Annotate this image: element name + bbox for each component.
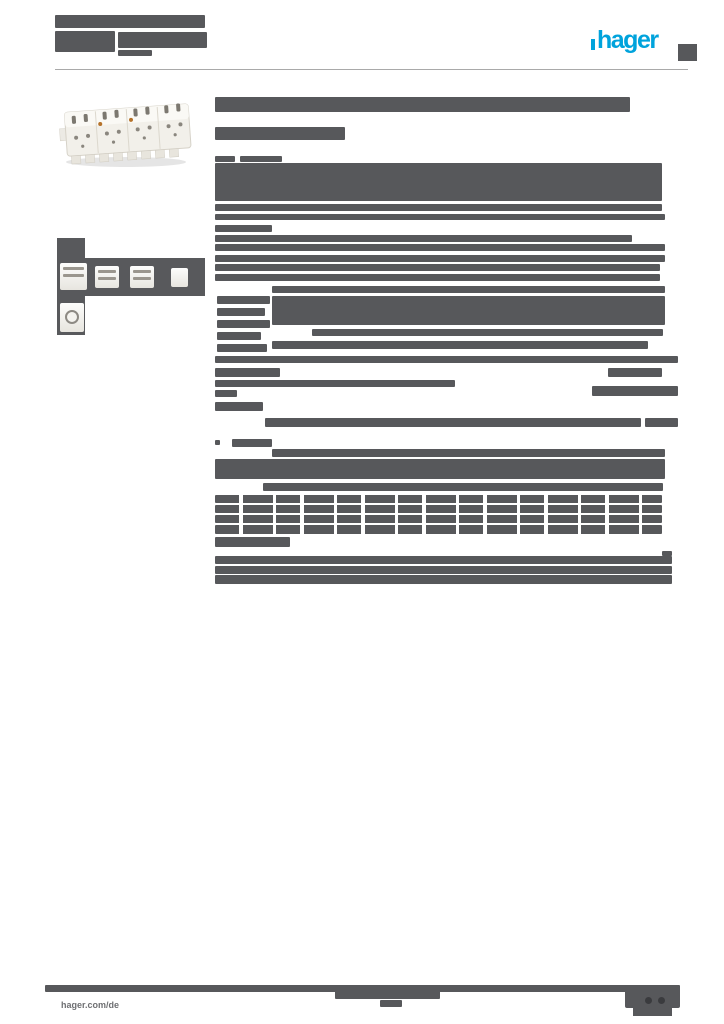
text-block <box>215 459 665 479</box>
doc-title-line-2 <box>55 31 115 52</box>
doc-title-line-2b <box>118 32 207 48</box>
product-subheading <box>215 127 345 140</box>
description-line <box>215 214 665 220</box>
hager-logo-text: hager <box>597 26 659 54</box>
note-line <box>215 566 672 574</box>
text-line <box>272 341 648 349</box>
header-rule <box>55 69 688 70</box>
footer-hager-logo <box>625 985 680 1008</box>
text-line <box>312 329 663 336</box>
description-block <box>215 163 662 201</box>
ref-value <box>240 156 282 162</box>
spec-value <box>608 368 662 377</box>
footer-link-box[interactable]: hager.com/de <box>55 995 168 1015</box>
table-row <box>215 525 662 534</box>
side-label <box>217 332 261 340</box>
section-label <box>215 225 272 232</box>
side-label <box>217 308 265 316</box>
spec-label <box>215 380 455 387</box>
gallery-thumb-1 <box>60 263 87 290</box>
gallery-thumb-5 <box>60 303 84 332</box>
text-line <box>272 286 665 293</box>
list-label <box>232 439 272 447</box>
table-row <box>215 515 662 523</box>
section-label <box>215 537 290 547</box>
gallery-thumb-3 <box>130 266 154 288</box>
table-row <box>215 505 662 513</box>
bullet <box>215 440 220 445</box>
text-line <box>272 449 665 457</box>
footer-logo-dot-icon <box>658 997 665 1004</box>
spec-label <box>215 368 280 377</box>
note-line <box>215 556 672 564</box>
doc-title-line-1 <box>55 15 205 28</box>
spec-value <box>592 386 678 396</box>
text-line <box>215 244 665 251</box>
product-heading <box>215 97 630 112</box>
side-label <box>217 296 270 304</box>
gallery-thumb-4 <box>171 268 188 287</box>
spec-label <box>215 402 263 411</box>
table-row <box>215 495 662 503</box>
footer-logo-dot-icon <box>645 997 652 1004</box>
note-line <box>215 575 672 584</box>
text-line <box>645 418 678 427</box>
hager-logo: hager <box>591 26 659 54</box>
doc-title-line-3 <box>118 50 152 56</box>
text-line <box>263 483 663 491</box>
text-line <box>215 274 660 281</box>
footer-hager-logo-sub <box>633 1008 672 1016</box>
product-photo <box>58 96 200 172</box>
footer-link-text[interactable]: hager.com/de <box>61 1000 120 1010</box>
footer-center-text <box>380 1000 402 1007</box>
spec-label <box>215 390 237 397</box>
side-label <box>217 344 267 352</box>
divider-line <box>215 356 678 363</box>
text-block <box>272 296 665 325</box>
header-corner-mark <box>678 44 697 61</box>
description-line <box>215 204 662 211</box>
text-line <box>265 418 641 427</box>
text-line <box>215 255 665 262</box>
side-label <box>217 320 270 328</box>
text-line <box>215 235 632 242</box>
ref-label <box>215 156 235 162</box>
footer-smallprint <box>45 985 680 992</box>
text-line <box>215 264 660 271</box>
hager-logo-mark-icon <box>591 38 595 50</box>
note-tick <box>662 551 672 556</box>
footer-center-text <box>335 990 440 999</box>
terminal-block-illustration <box>59 103 192 167</box>
gallery-thumb-2 <box>95 266 119 288</box>
